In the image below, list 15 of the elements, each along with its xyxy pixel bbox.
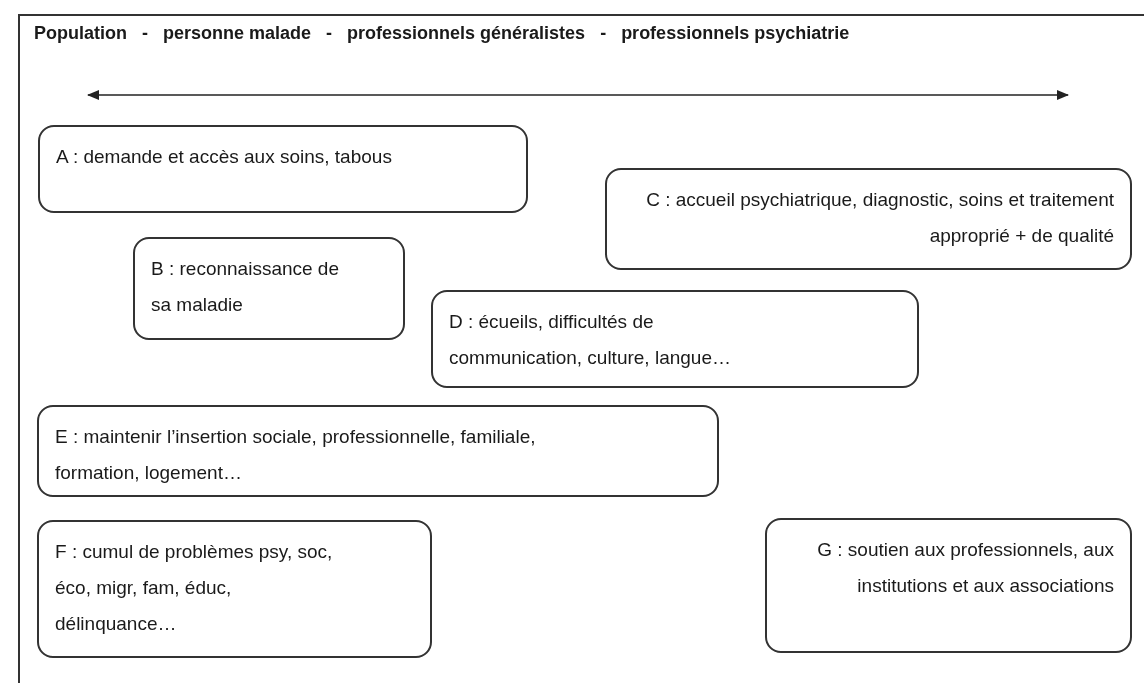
- box-text: B : reconnaissance de sa maladie: [151, 257, 340, 317]
- rounded-box: [431, 290, 919, 388]
- box-text: G : soutien aux professionnels, aux institutions et aux associations: [816, 538, 1114, 598]
- rounded-box: [37, 405, 719, 497]
- rounded-box: [765, 518, 1132, 653]
- rounded-box: [38, 125, 528, 213]
- box-text: F : cumul de problèmes psy, soc, éco, migr, fam, éduc, délinquance…: [55, 540, 334, 636]
- box-text: C : accueil psychiatrique, diagnostic, soins et traitement approprié + de qualité: [645, 188, 1114, 248]
- title: Population - personne malade - professionnels généralistes - professionnels psychiatrie: [34, 22, 850, 45]
- rounded-box: [37, 520, 432, 658]
- box-text: E : maintenir l’insertion sociale, professionnelle, familiale, formation, logement…: [55, 425, 537, 485]
- box-text: A : demande et accès aux soins, tabous: [56, 145, 392, 169]
- rounded-box: [605, 168, 1132, 270]
- rounded-box: [133, 237, 405, 340]
- box-text: D : écueils, difficultés de communication, culture, langue…: [449, 310, 732, 370]
